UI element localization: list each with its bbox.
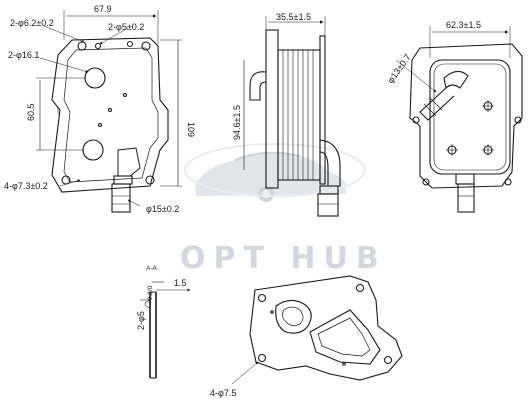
- section-thickness-label: 1.5: [174, 278, 187, 288]
- front-hole-mid-label: 2-φ5±0.2: [108, 22, 144, 32]
- section-seal-tol: +0.2/0: [147, 285, 154, 304]
- gasket-view: [231, 275, 403, 385]
- gasket-holes-label: 4-φ7.5: [210, 388, 236, 398]
- front-mount-holes-label: 4-φ7.3±0.2: [4, 181, 48, 191]
- section-view: [140, 281, 191, 379]
- section-seal-label: 2-φ5: [136, 311, 146, 330]
- front-port-pair-label: 2-φ16.1: [8, 50, 39, 60]
- rear-width-label: 62.3±1.5: [446, 20, 481, 30]
- front-nozzle-dia-label: φ15±0.2: [146, 204, 179, 214]
- side-offset-label: 94.6±1.5: [232, 105, 242, 140]
- front-view: [36, 10, 182, 213]
- rear-view: [395, 26, 523, 213]
- section-title: A-A: [146, 265, 158, 272]
- side-thickness-label: 35.5±1.5: [276, 12, 311, 22]
- watermark-text: OPT HUB: [180, 241, 387, 276]
- front-height-label: 109: [186, 122, 196, 137]
- side-view: [243, 16, 341, 217]
- front-width-label: 67.9: [94, 4, 112, 14]
- front-hole-small-label: 2-φ6.2±0.2: [10, 18, 54, 28]
- front-port-spacing-label: 60.5: [26, 103, 36, 121]
- rear-nozzle-dia-label: φ13±0.7: [385, 52, 412, 85]
